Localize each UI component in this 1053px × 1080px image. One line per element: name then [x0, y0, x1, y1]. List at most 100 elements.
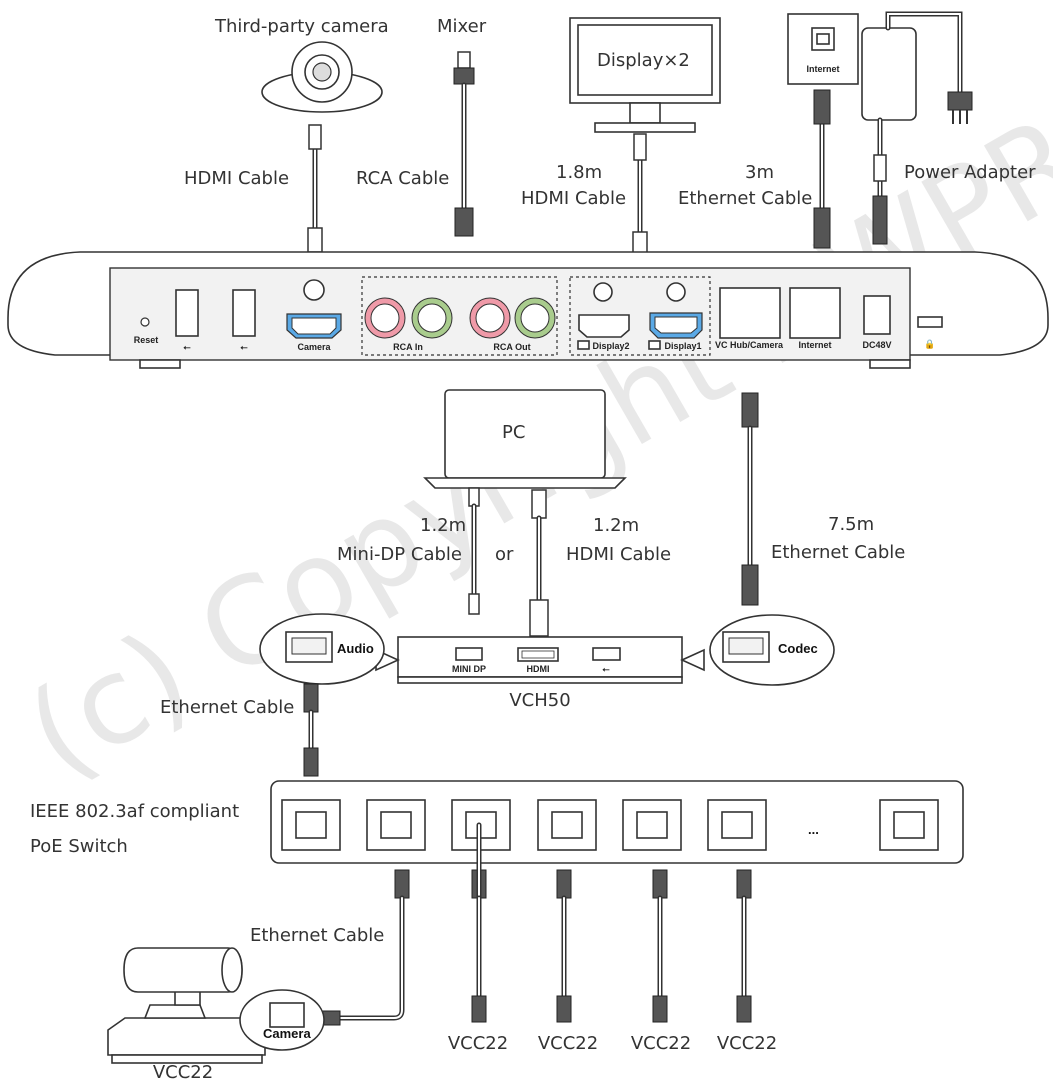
dc-plug-icon	[872, 195, 888, 245]
rj45-plug-icon	[813, 89, 831, 125]
hdmi-cable-1-8m-length: 1.8m	[556, 162, 602, 183]
rca-cable-label: RCA Cable	[356, 168, 449, 189]
hdmi-plug-icon	[531, 489, 547, 519]
ethernet-cable-7-5m-label: Ethernet Cable	[771, 542, 905, 563]
mini-dp-port	[455, 647, 483, 661]
ethernet-cable-audio-label: Ethernet Cable	[160, 697, 294, 718]
hdmi-plug-icon	[308, 124, 322, 150]
internet-wall-jack-icon	[787, 13, 859, 85]
reset-label: Reset	[134, 335, 159, 345]
display2-hdmi-port	[578, 314, 630, 338]
display-icon	[648, 340, 661, 350]
rca-port-group	[361, 276, 558, 356]
camera-callout-label: Camera	[263, 1026, 311, 1041]
rca-in-label: RCA In	[393, 342, 423, 352]
dc48v-label: DC48V	[862, 340, 891, 350]
hdmi-plug-icon	[632, 231, 648, 255]
mini-dp-cable-label: Mini-DP Cable	[337, 544, 462, 565]
hdmi-plug-icon	[529, 599, 549, 637]
ethernet-cable-audio	[303, 683, 319, 777]
rj45-plug-icon	[652, 995, 668, 1023]
codec-unit: ⭠ ⭠ 🔒 Reset Camera RCA In	[7, 251, 1049, 369]
switch-label-line1: IEEE 802.3af compliant	[30, 801, 239, 822]
security-slot	[917, 316, 943, 328]
rj45-plug-icon	[303, 747, 319, 777]
vc-hub-camera-label: VC Hub/Camera	[715, 340, 784, 350]
codec-label: Codec	[778, 641, 818, 656]
ethernet-cable-7-5m-length: 7.5m	[828, 514, 874, 535]
rj45-plug-icon	[471, 995, 487, 1023]
rj45-plug-icon	[652, 869, 668, 899]
third-party-camera-label: Third-party camera	[214, 16, 389, 37]
hdmi-cable-label: HDMI Cable	[184, 168, 289, 189]
vcc22-label: VCC22	[717, 1033, 777, 1054]
laptop-pc-icon	[423, 389, 627, 489]
rca-plug-icon	[454, 207, 474, 237]
ethernet-cable-7-5m	[741, 392, 759, 606]
rj45-plug-icon	[556, 995, 572, 1023]
audio-label: Audio	[337, 641, 374, 656]
top-cables	[307, 82, 888, 255]
vch50-hub: MINI DP HDMI ⭠	[259, 613, 835, 686]
display-icon	[577, 340, 590, 350]
usb-icon: ⭠	[602, 664, 610, 674]
usb-port-1	[175, 289, 199, 337]
hdmi-cable-1-2m-length: 1.2m	[593, 515, 639, 536]
usb-icon: ⭠	[240, 342, 248, 352]
display-icon	[569, 17, 721, 133]
ethernet-cable-3m-length: 3m	[745, 162, 774, 183]
display-port-group	[569, 276, 711, 356]
ethernet-cable-camera-label: Ethernet Cable	[250, 925, 384, 946]
reset-pinhole	[140, 317, 150, 327]
vcc22-four-drops	[471, 822, 752, 1023]
rj45-plug-icon	[741, 564, 759, 606]
pc-cables	[468, 487, 549, 637]
mini-dp-cable-length: 1.2m	[420, 515, 466, 536]
display1-label: Display1	[664, 341, 701, 351]
third-party-camera-icon	[261, 41, 383, 113]
vc-hub-camera-port	[719, 287, 781, 339]
vcc22-camera-icon	[107, 947, 266, 1064]
vcc22-label: VCC22	[538, 1033, 598, 1054]
hdmi-port-label: HDMI	[527, 664, 550, 674]
power-adapter-label: Power Adapter	[904, 162, 1036, 183]
poe-switch	[270, 780, 964, 864]
ethernet-cable-3m-label: Ethernet Cable	[678, 188, 812, 209]
mixer-rca-plug-icon	[453, 51, 475, 85]
switch-more-ports: ...	[808, 822, 819, 837]
power-adapter-icon	[861, 11, 973, 124]
switch-label-line2: PoE Switch	[30, 836, 128, 857]
mixer-label: Mixer	[437, 16, 487, 37]
internet-port-label: Internet	[798, 340, 831, 350]
usb-port-2	[232, 289, 256, 337]
pc-label: PC	[502, 422, 525, 443]
hdmi-cable-1-2m-label: HDMI Cable	[566, 544, 671, 565]
internet-port	[789, 287, 841, 339]
rj45-port-icon	[269, 1002, 305, 1028]
dc48v-port	[863, 295, 891, 335]
rj45-plug-icon	[394, 869, 410, 899]
hdmi-plug-icon	[307, 227, 323, 253]
mini-dp-plug-icon	[468, 487, 480, 507]
display2-label: Display2	[592, 341, 629, 351]
rj45-plug-icon	[736, 995, 752, 1023]
rj45-plug-icon	[736, 869, 752, 899]
rj45-plug-icon	[813, 207, 831, 249]
internet-jack-label: Internet	[806, 64, 839, 74]
or-label: or	[495, 544, 514, 565]
rj45-plug-icon	[741, 392, 759, 428]
mini-dp-label: MINI DP	[452, 664, 486, 674]
hdmi-cable-1-8m-label: HDMI Cable	[521, 188, 626, 209]
mini-dp-plug-icon	[468, 593, 480, 615]
vcc22-label: VCC22	[631, 1033, 691, 1054]
camera-port-label: Camera	[297, 342, 331, 352]
rca-out-label: RCA Out	[493, 342, 530, 352]
vch50-label: VCH50	[509, 690, 570, 711]
rj45-plug-icon	[556, 869, 572, 899]
lock-icon: 🔒	[924, 339, 935, 349]
hdmi-plug-icon	[633, 133, 647, 161]
display-x2-label: Display×2	[597, 50, 690, 71]
vcc22-camera-label: VCC22	[153, 1062, 213, 1080]
rj45-plug-icon	[303, 683, 319, 713]
